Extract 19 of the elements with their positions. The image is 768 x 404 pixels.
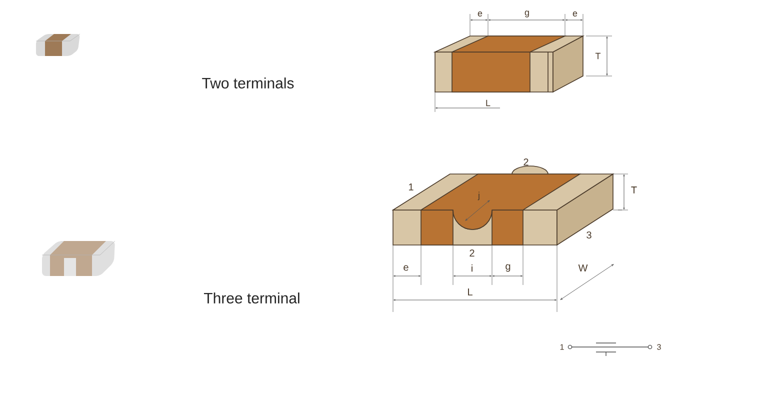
dimension-label: j — [478, 192, 480, 200]
dimension-label: e — [478, 12, 482, 16]
section-label: Two terminals — [202, 78, 294, 88]
dimension-label: g — [506, 264, 510, 272]
terminal-number: 3 — [586, 231, 592, 239]
dimension-label: e — [572, 12, 578, 16]
dimension-label: L — [486, 100, 490, 106]
terminal-number: 2 — [524, 158, 528, 166]
dimension-label: W — [578, 264, 588, 272]
terminal-number: 1 — [409, 184, 414, 190]
dimension-label: g — [524, 10, 529, 18]
dimension-label: T — [595, 52, 601, 60]
dimension-label: e — [404, 265, 408, 271]
terminal-number: 2 — [470, 250, 474, 256]
section-label: Three terminal — [204, 292, 300, 304]
dimension-label: L — [468, 288, 472, 296]
terminal-number: 3 — [657, 344, 661, 350]
terminal-number: 1 — [560, 344, 564, 350]
dimension-label: T — [631, 186, 637, 194]
